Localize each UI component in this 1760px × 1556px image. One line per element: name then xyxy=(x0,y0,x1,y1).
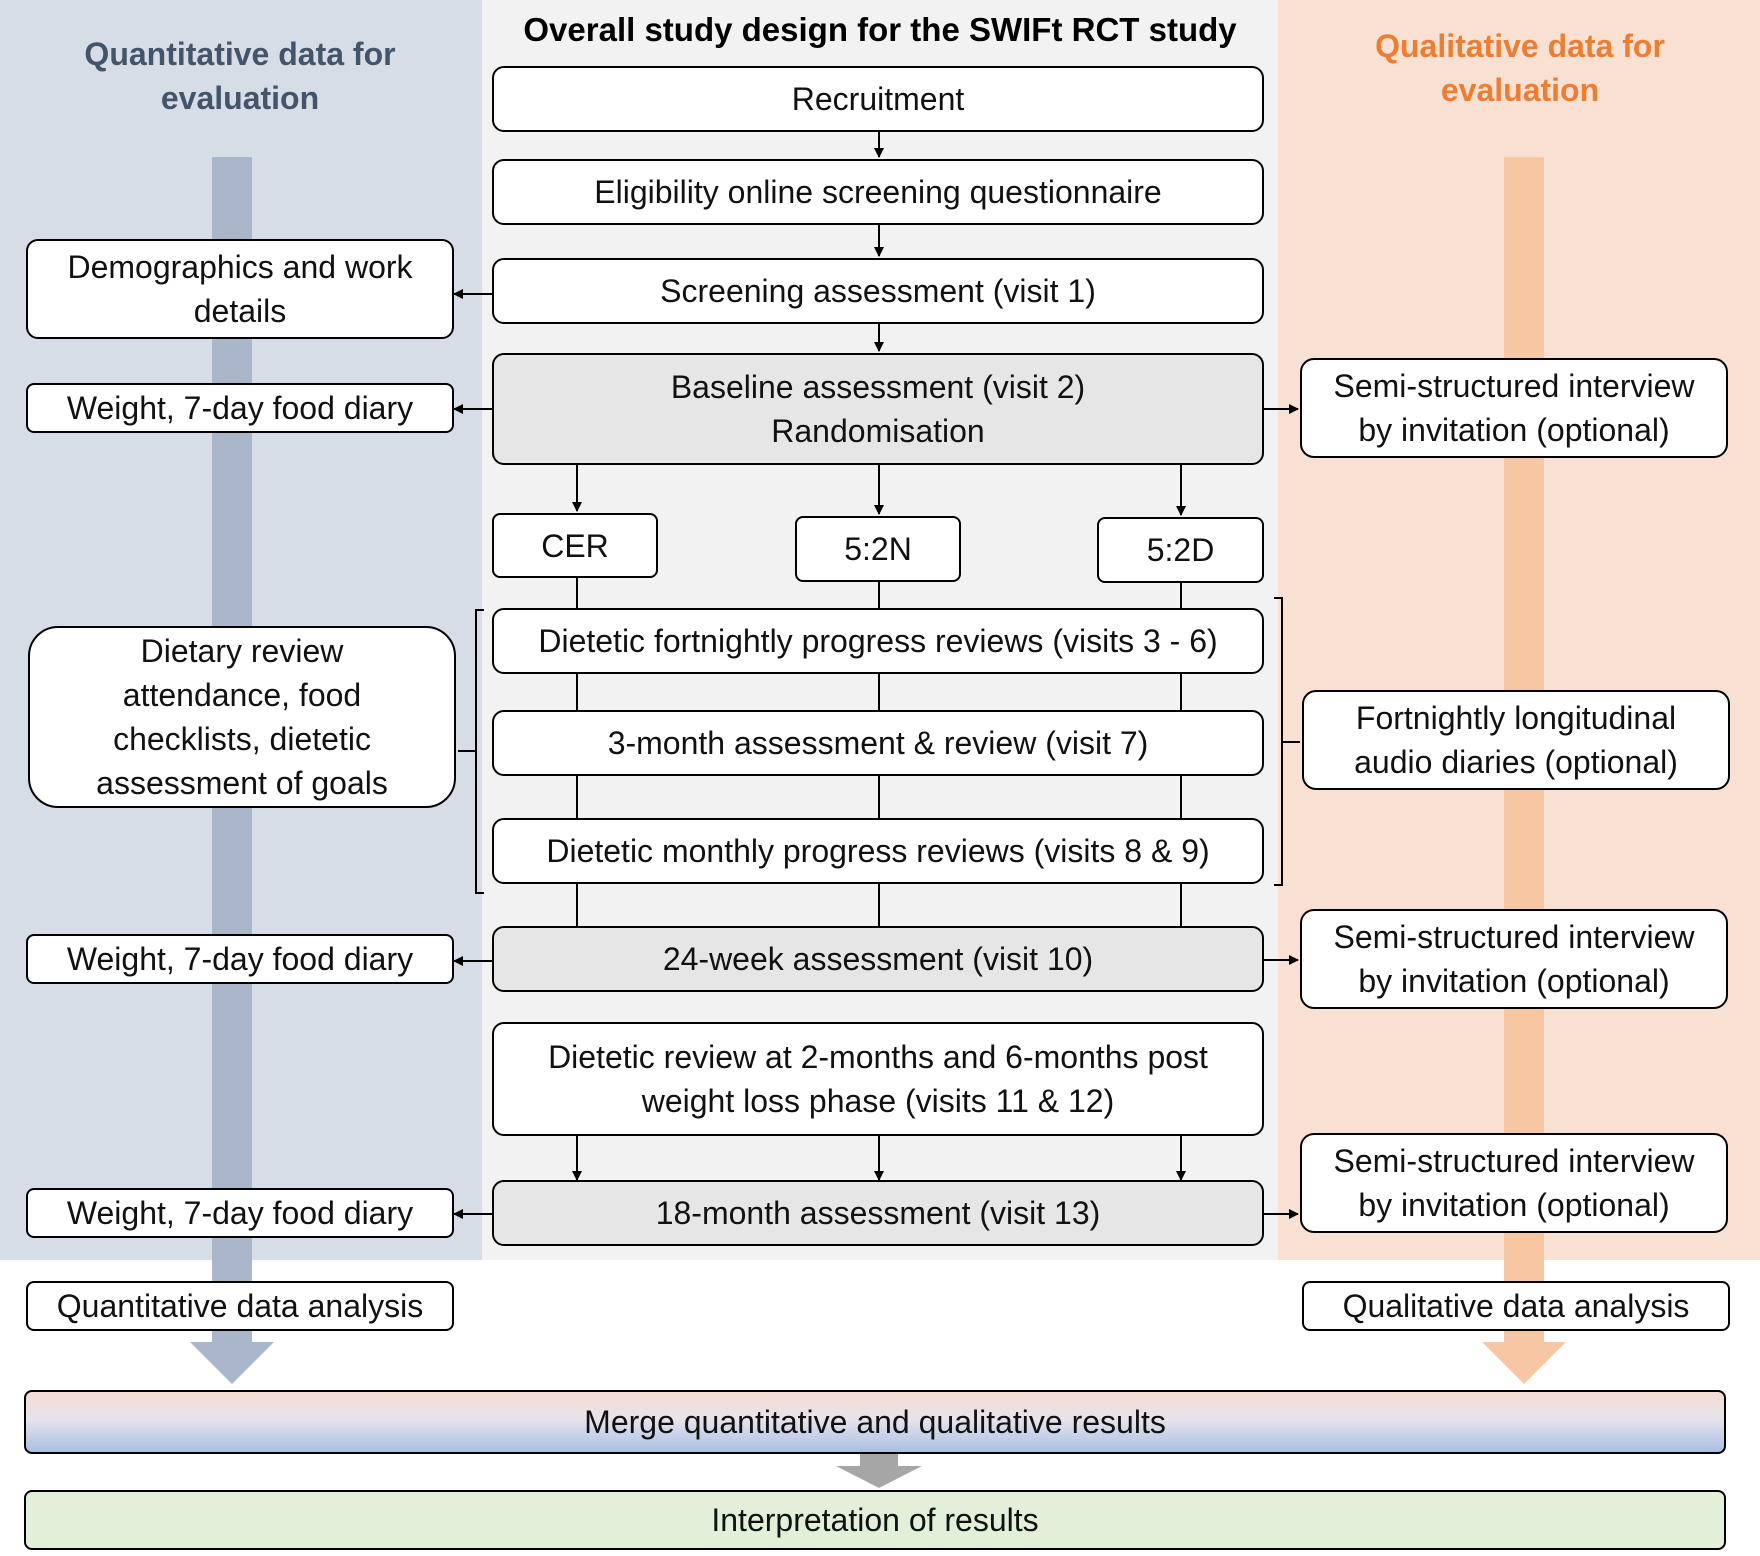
week24-assessment-box: 24-week assessment (visit 10) xyxy=(492,926,1264,992)
qualitative-flow-arrowhead xyxy=(1482,1342,1566,1384)
dietary-review-box: Dietary review attendance, food checklis… xyxy=(28,626,456,808)
interview-24w-box: Semi-structured interview by invitation … xyxy=(1300,909,1728,1009)
quantitative-analysis-box: Quantitative data analysis xyxy=(26,1281,454,1331)
post-review-line-2: weight loss phase (visits 11 & 12) xyxy=(641,1083,1115,1119)
demographics-line-2: details xyxy=(193,293,287,329)
interpretation-box: Interpretation of results xyxy=(24,1490,1726,1550)
audio-diaries-line-1: Fortnightly longitudinal xyxy=(1355,700,1677,736)
interview-18m-line-2: by invitation (optional) xyxy=(1358,1187,1670,1223)
month18-assessment-box: 18-month assessment (visit 13) xyxy=(492,1180,1264,1246)
interview-18m-line-1: Semi-structured interview xyxy=(1333,1143,1695,1179)
baseline-box: Baseline assessment (visit 2) Randomisat… xyxy=(492,353,1264,465)
demographics-box: Demographics and work details xyxy=(26,239,454,339)
post-review-line-1: Dietetic review at 2-months and 6-months… xyxy=(548,1039,1208,1075)
quantitative-flow-arrowhead xyxy=(190,1342,274,1384)
demographics-line-1: Demographics and work xyxy=(67,249,413,285)
merge-down-arrow xyxy=(836,1466,922,1488)
weight-diary-18m-box: Weight, 7-day food diary xyxy=(26,1188,454,1238)
qualitative-analysis-box: Qualitative data analysis xyxy=(1302,1281,1730,1331)
weight-diary-24w-box: Weight, 7-day food diary xyxy=(26,934,454,984)
dietary-review-line-3: checklists, dietetic xyxy=(113,721,371,757)
audio-diaries-line-2: audio diaries (optional) xyxy=(1354,744,1678,780)
interview-24w-line-1: Semi-structured interview xyxy=(1333,919,1695,955)
arm-52n-box: 5:2N xyxy=(795,516,961,582)
audio-diaries-box: Fortnightly longitudinal audio diaries (… xyxy=(1302,690,1730,790)
monthly-reviews-box: Dietetic monthly progress reviews (visit… xyxy=(492,818,1264,884)
three-month-assessment-box: 3-month assessment & review (visit 7) xyxy=(492,710,1264,776)
quantitative-heading: Quantitative data for evaluation xyxy=(84,36,396,116)
interview-baseline-line-1: Semi-structured interview xyxy=(1333,368,1695,404)
merge-results-box: Merge quantitative and qualitative resul… xyxy=(24,1390,1726,1454)
study-design-title: Overall study design for the SWIFt RCT s… xyxy=(523,11,1237,48)
eligibility-box: Eligibility online screening questionnai… xyxy=(492,159,1264,225)
baseline-line-1: Baseline assessment (visit 2) xyxy=(670,369,1086,405)
fortnightly-reviews-box: Dietetic fortnightly progress reviews (v… xyxy=(492,608,1264,674)
recruitment-box: Recruitment xyxy=(492,66,1264,132)
dietary-review-line-2: attendance, food xyxy=(122,677,362,713)
interview-baseline-box: Semi-structured interview by invitation … xyxy=(1300,358,1728,458)
screening-box: Screening assessment (visit 1) xyxy=(492,258,1264,324)
baseline-line-2: Randomisation xyxy=(771,413,985,449)
dietary-review-line-4: assessment of goals xyxy=(96,765,388,801)
interview-24w-line-2: by invitation (optional) xyxy=(1358,963,1670,999)
interview-18m-box: Semi-structured interview by invitation … xyxy=(1300,1133,1728,1233)
qualitative-heading: Qualitative data for evaluation xyxy=(1375,28,1665,108)
arm-cer-box: CER xyxy=(492,513,658,578)
arm-52d-box: 5:2D xyxy=(1097,517,1264,583)
interview-baseline-line-2: by invitation (optional) xyxy=(1358,412,1670,448)
post-weight-loss-review-box: Dietetic review at 2-months and 6-months… xyxy=(492,1022,1264,1136)
dietary-review-line-1: Dietary review xyxy=(140,633,344,669)
weight-diary-baseline-box: Weight, 7-day food diary xyxy=(26,383,454,433)
